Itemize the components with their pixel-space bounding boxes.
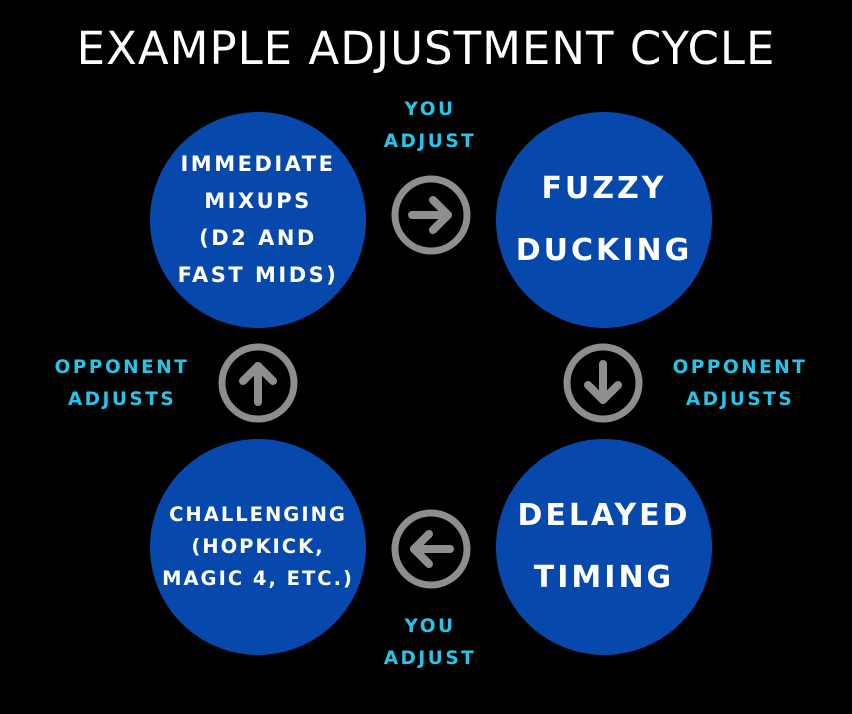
arrow-down-circle-icon: [560, 340, 646, 426]
node-immediate-mixups: IMMEDIATE MIXUPS (D2 AND FAST MIDS): [150, 112, 366, 328]
arrow-left-circle-icon: [388, 506, 474, 592]
node-immediate-mixups-label: IMMEDIATE MIXUPS (D2 AND FAST MIDS): [177, 152, 339, 287]
arrow-up-circle-icon: [215, 340, 301, 426]
edge-label-right: OPPONENT ADJUSTS: [672, 357, 808, 410]
page-title: EXAMPLE ADJUSTMENT CYCLE: [76, 22, 776, 75]
node-delayed-timing-label: DELAYED TIMING: [517, 498, 691, 595]
node-delayed-timing: DELAYED TIMING: [496, 439, 712, 655]
arrow-right-circle-icon: [388, 172, 474, 258]
node-fuzzy-ducking-label: FUZZY DUCKING: [515, 171, 693, 268]
edge-label-left: OPPONENT ADJUSTS: [54, 357, 190, 410]
node-fuzzy-ducking: FUZZY DUCKING: [496, 112, 712, 328]
node-challenging: CHALLENGING (HOPKICK, MAGIC 4, ETC.): [150, 439, 366, 655]
edge-label-bottom: YOU ADJUST: [383, 616, 477, 669]
node-challenging-label: CHALLENGING (HOPKICK, MAGIC 4, ETC.): [162, 503, 354, 590]
edge-label-top: YOU ADJUST: [383, 99, 477, 152]
